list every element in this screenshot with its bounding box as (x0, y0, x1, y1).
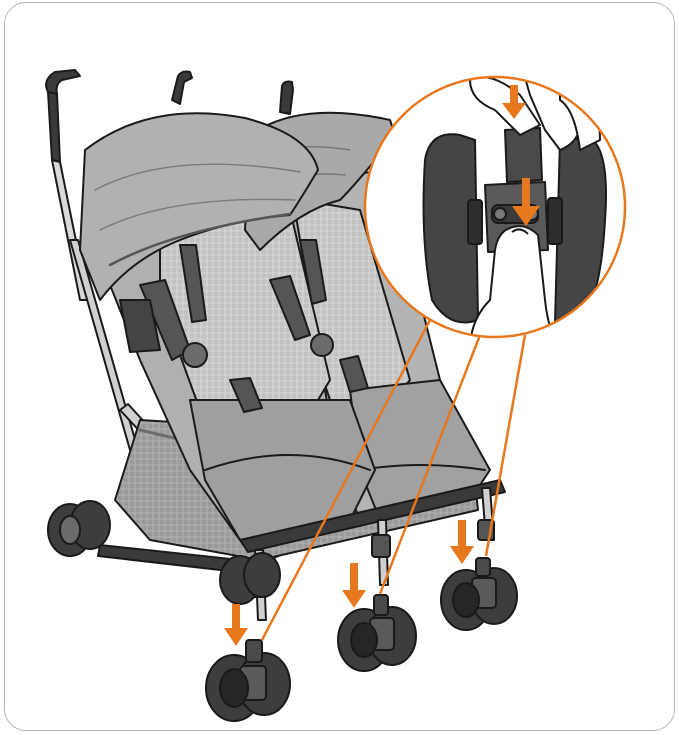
harness-left (119, 244, 263, 413)
canopy-left (79, 112, 319, 301)
press-down-arrow-icon (224, 520, 474, 646)
rear-wheel-right (219, 552, 281, 605)
front-wheel-middle (337, 594, 417, 672)
magnifier-callout-icon (363, 75, 627, 339)
arrow-front-middle (342, 563, 366, 608)
handlebar-middle (171, 70, 193, 105)
callout-leader-lines (260, 319, 527, 641)
double-stroller-icon (45, 69, 506, 621)
arrow-closeup-top (502, 85, 526, 119)
harness-right (269, 239, 369, 393)
front-wheel-icon (205, 557, 518, 722)
front-wheel-left (205, 639, 291, 722)
front-wheel-right (440, 557, 518, 631)
rear-wheel-left (47, 500, 111, 557)
handlebar-right (279, 80, 294, 115)
arrow-closeup-center (512, 178, 540, 226)
seat-left (84, 169, 376, 541)
arrow-front-right (450, 520, 474, 564)
arrow-front-left (224, 604, 248, 646)
